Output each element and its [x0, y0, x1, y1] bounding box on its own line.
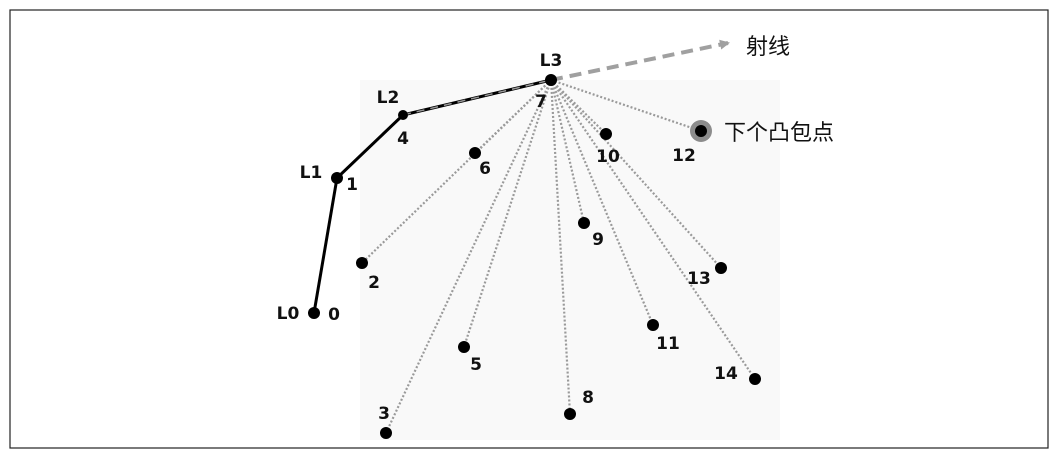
point-index-label: 6 — [479, 159, 491, 179]
hull-edge — [335, 113, 405, 180]
hull-edge-overlay — [402, 79, 552, 116]
point-index-label: 3 — [378, 404, 390, 424]
point-index-label: 0 — [328, 305, 340, 325]
point-index-label: 14 — [714, 364, 738, 384]
point-9 — [578, 217, 590, 229]
background-panel — [360, 80, 780, 440]
hull-label-L3: L3 — [540, 51, 563, 71]
point-10 — [600, 128, 612, 140]
point-index-label: 9 — [592, 230, 604, 250]
point-8 — [564, 408, 576, 420]
point-index-label: 8 — [582, 388, 594, 408]
point-index-label: 11 — [656, 334, 680, 354]
point-7 — [545, 74, 557, 86]
hull-label-L2: L2 — [377, 88, 400, 108]
point-3 — [380, 427, 392, 439]
candidate-line-14 — [550, 79, 756, 380]
point-0 — [308, 307, 320, 319]
ray-arrow — [550, 39, 730, 82]
point-index-label: 13 — [687, 269, 711, 289]
point-2 — [356, 257, 368, 269]
point-1 — [331, 172, 343, 184]
point-index-label: 10 — [596, 147, 620, 167]
ray-label: 射线 — [746, 35, 790, 60]
candidate-line-11 — [549, 79, 655, 326]
candidate-line-3 — [385, 79, 552, 434]
point-4 — [398, 110, 408, 120]
candidate-line-12 — [550, 78, 702, 133]
point-5 — [458, 341, 470, 353]
point-6 — [469, 147, 481, 159]
point-index-label: 5 — [470, 355, 482, 375]
point-12 — [695, 125, 707, 137]
candidate-line-6 — [474, 79, 552, 154]
candidate-line-5 — [462, 79, 553, 348]
point-14 — [749, 373, 761, 385]
next-hull-point-label: 下个凸包点 — [724, 121, 834, 146]
point-11 — [647, 319, 659, 331]
hull-label-L1: L1 — [300, 163, 323, 183]
hull-label-L0: L0 — [277, 304, 300, 324]
point-13 — [715, 262, 727, 274]
candidate-line-9 — [549, 79, 586, 224]
point-index-label: 12 — [672, 146, 696, 166]
point-index-label: 4 — [397, 129, 409, 149]
point-index-label: 1 — [346, 175, 358, 195]
point-index-label: 7 — [535, 92, 547, 112]
point-index-label: 2 — [368, 273, 380, 293]
hull-edge — [312, 177, 339, 314]
